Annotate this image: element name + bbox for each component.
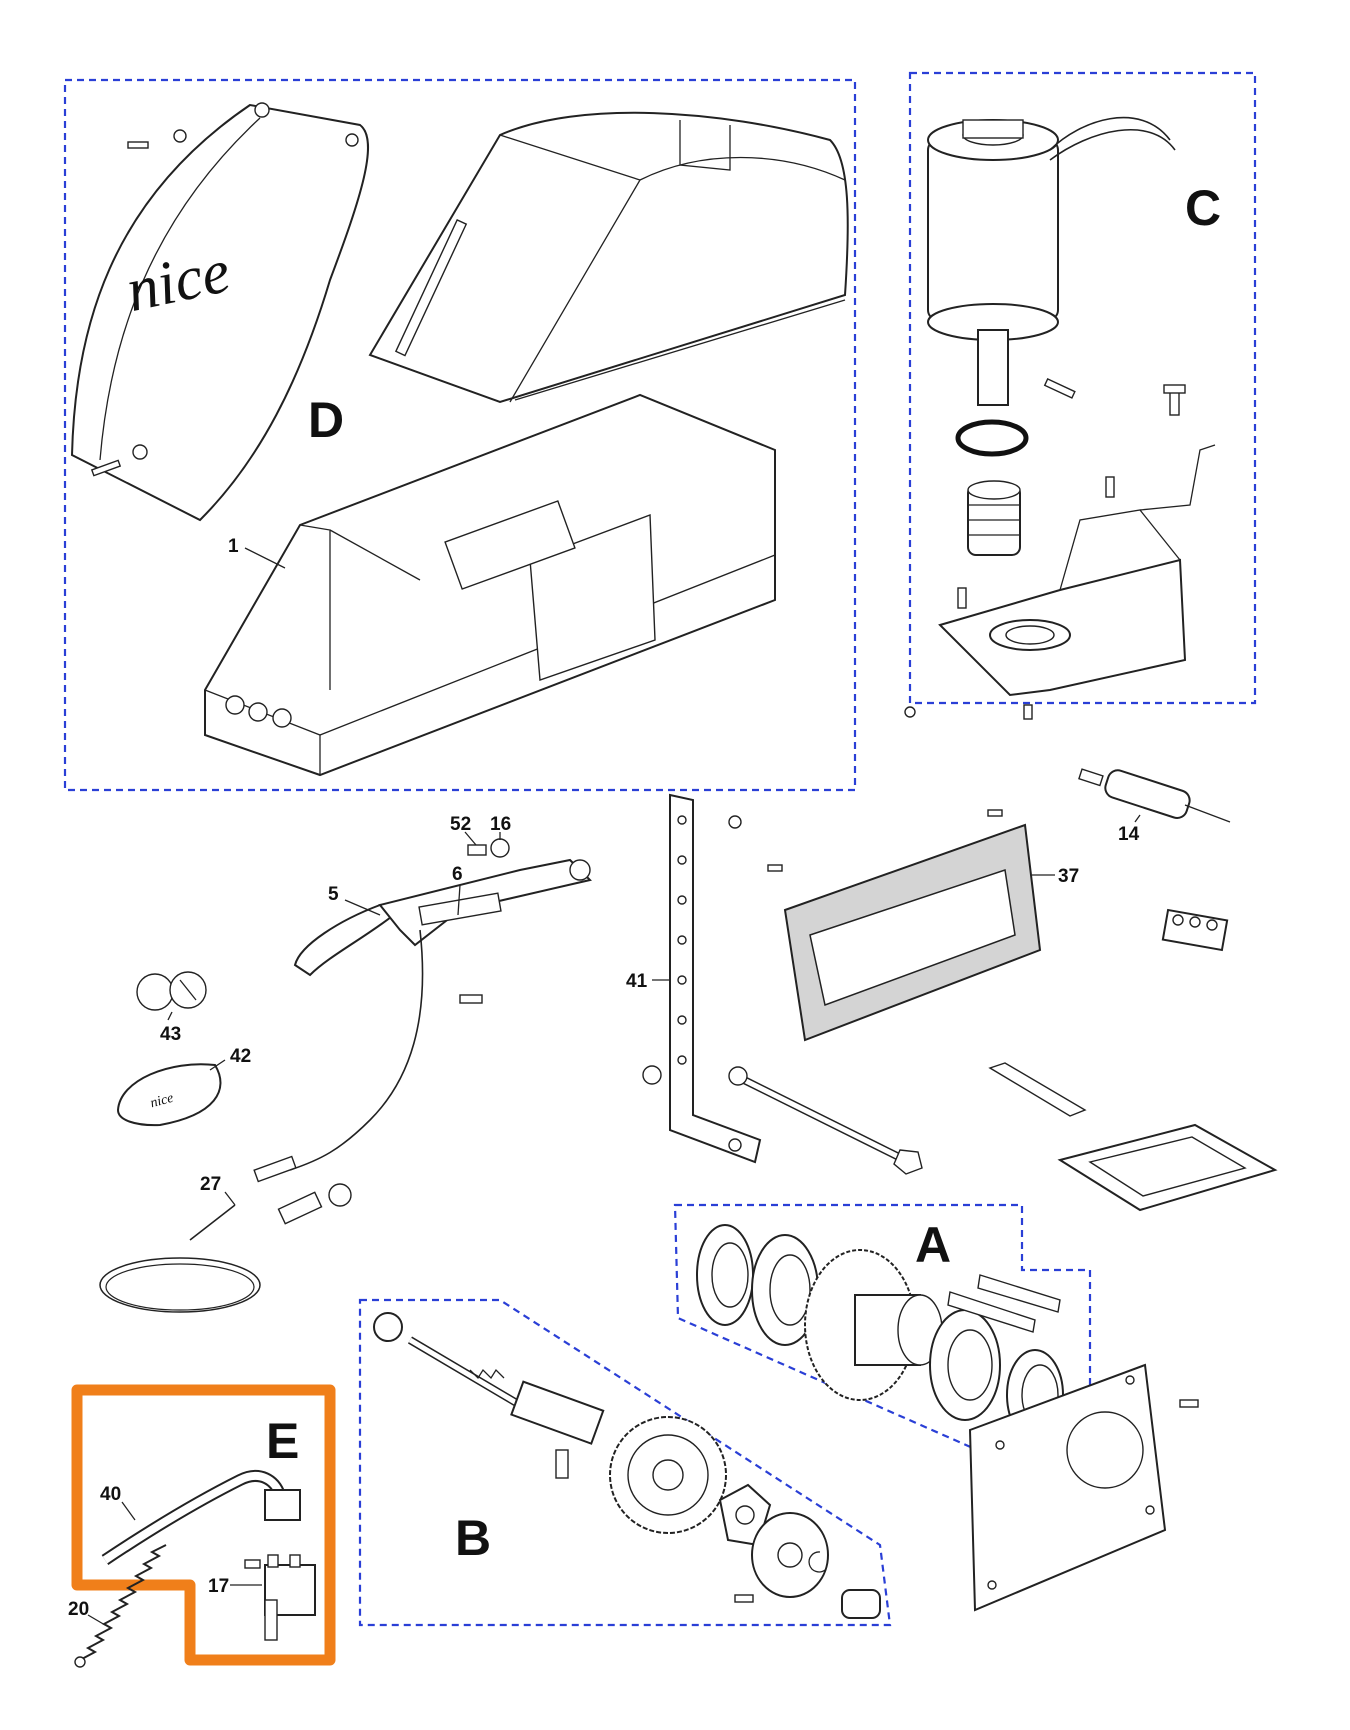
group-label-a: A (915, 1217, 951, 1273)
tie-rod (728, 1066, 923, 1175)
group-label-b: B (455, 1510, 491, 1566)
callout-14: 14 (1118, 824, 1140, 845)
spur-gear-b (609, 1416, 727, 1534)
callout-17: 17 (208, 1576, 229, 1597)
gearbox-screws (904, 476, 1115, 720)
release-key-pair (136, 971, 207, 1011)
top-cover (368, 111, 849, 404)
callout-16: 16 (490, 814, 511, 835)
spring-20 (74, 1544, 167, 1668)
callout-37: 37 (1058, 866, 1079, 887)
rubber-strip (988, 1062, 1087, 1117)
callout-41: 41 (626, 971, 648, 992)
gear-train-a (696, 1224, 1064, 1441)
release-lock-cover: nice (116, 1063, 222, 1127)
lever-screw (459, 994, 483, 1004)
front-cover: nice (70, 102, 370, 522)
base-housing (204, 393, 776, 777)
worm-gear (967, 480, 1021, 556)
svg-text:nice: nice (149, 1091, 175, 1112)
callout-27: 27 (200, 1174, 221, 1195)
group-label-d: D (308, 392, 344, 448)
switch-cable-40 (101, 1470, 301, 1565)
o-ring (955, 419, 1029, 457)
lever-pin-52 (467, 844, 487, 856)
callout-1: 1 (228, 536, 239, 557)
callout-52: 52 (450, 814, 471, 835)
small-screws (728, 809, 1003, 872)
fuse-holder-14 (1078, 768, 1231, 823)
mounting-bracket-41 (642, 793, 762, 1164)
motor-screw-top (1163, 384, 1186, 416)
group-c-outline (908, 71, 1257, 705)
callout-5: 5 (328, 884, 339, 905)
callout-42: 42 (230, 1046, 251, 1067)
callout-6: 6 (452, 864, 463, 885)
gasket-37 (783, 823, 1042, 1042)
release-lever (293, 858, 592, 977)
group-e-outline (71, 1384, 336, 1666)
pinion-shaft-b (373, 1312, 605, 1479)
motor-pin (1043, 378, 1076, 399)
clutch-and-bushings (718, 1483, 881, 1619)
callout-20: 20 (68, 1599, 89, 1620)
group-d-outline (63, 78, 857, 792)
terminal-block (1161, 908, 1229, 952)
callout-leader-1 (244, 547, 286, 569)
motor (927, 116, 1176, 406)
gearbox-bracket (938, 444, 1216, 697)
cable-end-fitting (253, 1155, 352, 1225)
rubber-frame (1057, 1123, 1278, 1212)
front-cover-screws (90, 129, 187, 477)
lever-spacer-16 (490, 838, 510, 858)
motor-flange-plate (968, 1363, 1199, 1612)
callout-43: 43 (160, 1024, 181, 1045)
release-cable (289, 929, 424, 1171)
group-label-e: E (266, 1413, 299, 1469)
group-label-c: C (1185, 180, 1221, 236)
callout-40: 40 (100, 1484, 121, 1505)
release-cable-coil (99, 1204, 261, 1313)
microswitch-17 (244, 1554, 316, 1641)
